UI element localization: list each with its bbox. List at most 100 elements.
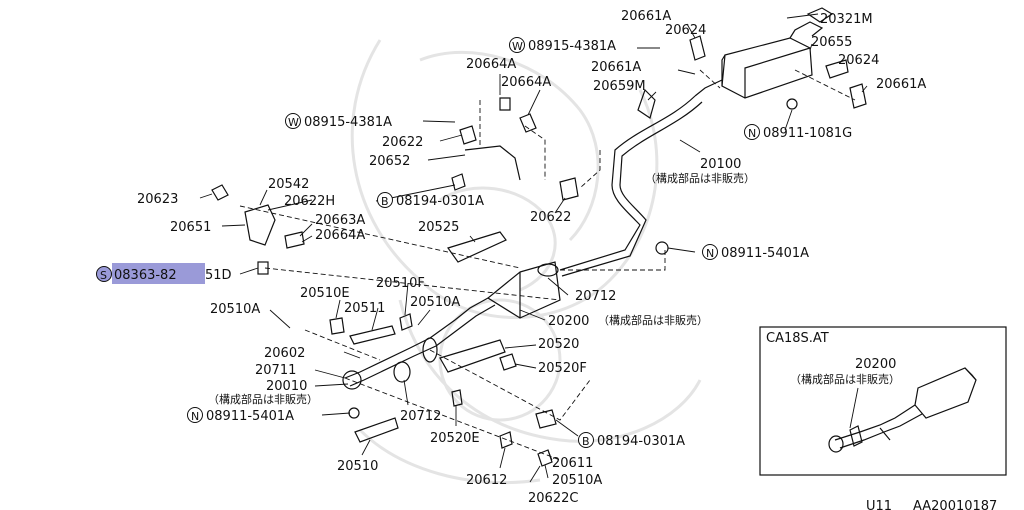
label-20712-lower: 20712 xyxy=(400,409,441,424)
inset-part-label: 20200 xyxy=(855,357,896,372)
svg-text:S: S xyxy=(100,269,107,282)
nut-08911-1081G xyxy=(786,98,798,110)
label-20624: 20624 xyxy=(665,23,706,38)
bracket-20623 xyxy=(211,184,229,201)
hanger-20622-upper xyxy=(459,125,477,145)
clamp-20510F xyxy=(399,313,413,331)
footer-model-code: U11 xyxy=(866,499,892,510)
label-08194-0301A-lower: 08194-0301A xyxy=(597,434,685,449)
label-20520: 20520 xyxy=(538,337,579,352)
footer-diagram-id: AA20010187 xyxy=(913,499,997,510)
label-08911-5401A-right: 08911-5401A xyxy=(721,246,809,261)
rubber-20664A-2 xyxy=(519,113,537,133)
label-20525: 20525 xyxy=(418,220,459,235)
svg-text:W: W xyxy=(512,40,523,53)
svg-text:N: N xyxy=(191,410,199,423)
label-20711: 20711 xyxy=(255,363,296,378)
label-20511: 20511 xyxy=(344,301,385,316)
svg-text:N: N xyxy=(748,127,756,140)
bracket-20652 xyxy=(464,145,521,181)
label-20664A-2: 20664A xyxy=(501,75,551,90)
label-20622H: 20622H xyxy=(284,194,335,209)
label-20010: 20010 xyxy=(266,379,307,394)
label-20520F: 20520F xyxy=(538,361,587,376)
assembly-lines xyxy=(239,69,856,461)
hanger-20624-rear xyxy=(849,83,867,109)
hanger-20624 xyxy=(689,35,706,61)
svg-text:N: N xyxy=(706,247,714,260)
hanger-20622C xyxy=(537,449,553,467)
label-20520E: 20520E xyxy=(430,431,480,446)
bracket-20520F xyxy=(499,353,517,371)
label-08911-5401A-left: 08911-5401A xyxy=(206,409,294,424)
label-08363-suffix: 51D xyxy=(205,268,232,283)
svg-text:W: W xyxy=(288,116,299,129)
label-20622C: 20622C xyxy=(528,491,578,506)
nut-08911-5401A-front xyxy=(348,407,360,419)
leader-lines xyxy=(199,13,868,483)
pipe-20511 xyxy=(349,325,396,345)
bracket-20655 xyxy=(825,59,849,79)
label-20652: 20652 xyxy=(369,154,410,169)
label-20712-upper: 20712 xyxy=(575,289,616,304)
label-08915-4381A-left: 08915-4381A xyxy=(304,115,392,130)
label-20622-upper: 20622 xyxy=(382,135,423,150)
label-20661A-rear: 20661A xyxy=(876,77,926,92)
washer-symbol-w-1: W xyxy=(509,37,525,53)
label-20663A: 20663A xyxy=(315,213,365,228)
label-08911-1081G: 08911-1081G xyxy=(763,126,852,141)
sensor-20663A xyxy=(284,231,305,249)
front-pipe-part xyxy=(342,337,438,390)
label-08194-0301A-upper: 08194-0301A xyxy=(396,194,484,209)
bolt-symbol-b-2: B xyxy=(578,432,594,448)
part-number-highlight xyxy=(112,263,205,284)
label-20200: 20200 xyxy=(548,314,589,329)
stud-symbol-s: S xyxy=(96,266,112,282)
inset-converter-drawing xyxy=(828,367,977,453)
gasket-20510E xyxy=(329,317,345,335)
muffler-part xyxy=(694,7,834,99)
nut-08911-5401A xyxy=(655,241,669,255)
nut-symbol-n-1: N xyxy=(744,124,760,140)
heat-shield-20510 xyxy=(354,417,399,443)
label-20510A-lower: 20510A xyxy=(552,473,602,488)
label-20624-rear: 20624 xyxy=(838,53,879,68)
label-20510: 20510 xyxy=(337,459,378,474)
washer-symbol-w-2: W xyxy=(285,113,301,129)
label-20661A-mid: 20661A xyxy=(591,60,641,75)
bolt-08194 xyxy=(451,173,466,191)
label-20622-mid: 20622 xyxy=(530,210,571,225)
flange-bracket-20651 xyxy=(244,204,276,246)
label-20661A-top: 20661A xyxy=(621,9,671,24)
note-20200: （構成部品は非販売） xyxy=(598,313,708,327)
label-08363-highlighted: 08363-82 xyxy=(114,268,177,283)
label-20542: 20542 xyxy=(268,177,309,192)
label-20510E: 20510E xyxy=(300,286,350,301)
label-20321M: 20321M xyxy=(820,12,873,27)
heat-shield-20520 xyxy=(439,339,506,373)
label-20664A-1: 20664A xyxy=(466,57,516,72)
label-20510A-mid: 20510A xyxy=(410,295,460,310)
label-20510F: 20510F xyxy=(376,276,425,291)
label-20611: 20611 xyxy=(552,456,593,471)
watermark-emblem xyxy=(350,39,702,484)
nut-symbol-n-2: N xyxy=(702,244,718,260)
bracket-20520E xyxy=(451,389,463,407)
label-20510A-left: 20510A xyxy=(210,302,260,317)
note-20010: （構成部品は非販売） xyxy=(208,392,318,406)
label-20602: 20602 xyxy=(264,346,305,361)
rubber-20664A xyxy=(499,97,511,111)
label-20612: 20612 xyxy=(466,473,507,488)
bracket-20612 xyxy=(499,431,513,449)
note-20100: （構成部品は非販売） xyxy=(645,171,755,185)
label-20655: 20655 xyxy=(811,35,852,50)
label-20100: 20100 xyxy=(700,157,741,172)
parts-drawing xyxy=(211,7,867,467)
bolt-symbol-b-1: B xyxy=(377,192,393,208)
hanger-20622 xyxy=(559,177,579,201)
inset-box: CA18S.AT 20200 （構成部品は非販売） xyxy=(759,326,1007,476)
inset-title: CA18S.AT xyxy=(766,331,829,346)
nut-symbol-n-3: N xyxy=(187,407,203,423)
center-pipe-part xyxy=(559,95,703,277)
